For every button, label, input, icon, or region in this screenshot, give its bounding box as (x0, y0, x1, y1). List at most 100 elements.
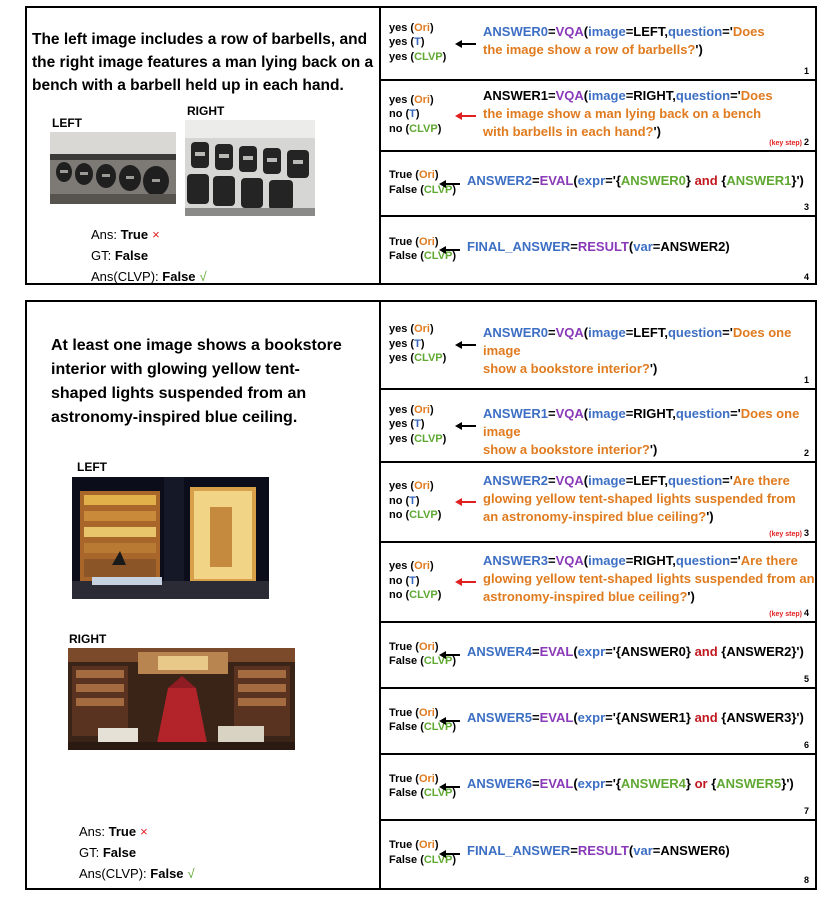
code-token: var (633, 842, 653, 858)
code-token: ='{ANSWER0} (605, 644, 695, 659)
key-step-arrow-icon (455, 578, 476, 586)
step-number-value: 1 (803, 375, 809, 385)
status-value: True (389, 640, 416, 653)
arrow-left-icon (455, 421, 476, 430)
status-value: yes (389, 560, 411, 573)
code-line: show a bookstore interior?') (483, 441, 815, 459)
status-value: False (389, 721, 421, 733)
code-token: = (532, 644, 540, 659)
right-image-label: RIGHT (187, 104, 225, 118)
arrow-left-icon (455, 39, 476, 48)
ans-line: Ans: True× (79, 821, 195, 842)
status-value: no (389, 574, 406, 587)
code-token: ANSWER2 (483, 473, 549, 488)
status-value: yes (389, 337, 411, 350)
status-source: Ori (414, 403, 430, 416)
step-number: 1 (804, 375, 809, 385)
code-line: with barbells in each hand?') (483, 123, 773, 141)
step-number-value: 4 (803, 272, 809, 282)
step-number: 4 (804, 272, 809, 282)
code-token: question (667, 325, 723, 340)
status-value: yes (389, 403, 411, 416)
arrow-left-icon (439, 246, 460, 254)
status-source: CLVP (414, 50, 443, 63)
code-token: ') (653, 124, 661, 139)
status-source: T (409, 574, 416, 587)
code-line: ANSWER5=EVAL(expr='{ANSWER1} and {ANSWER… (467, 709, 804, 727)
program-step: True (Ori)False (CLVP)ANSWER5=EVAL(expr=… (379, 689, 815, 755)
status-source: CLVP (409, 509, 438, 522)
code-line: ANSWER2=VQA(image=LEFT,question='Are the… (483, 472, 796, 490)
code-token: =LEFT, (625, 23, 668, 39)
code-token: EVAL (539, 644, 574, 659)
code-token: ( (628, 842, 634, 858)
status-source: Ori (414, 560, 430, 573)
clvp-value: False (150, 866, 184, 881)
wrong-mark-icon: × (152, 227, 160, 242)
status-source: T (409, 108, 416, 121)
code-token: =ANSWER6) (652, 842, 730, 858)
code-token: ( (583, 23, 589, 39)
code-token: image (588, 553, 626, 568)
code-token: =' (730, 88, 741, 103)
code-token: ') (649, 441, 658, 457)
claim-column: At least one image shows a bookstore int… (27, 302, 381, 888)
clvp-value: False (162, 269, 196, 284)
status-source: T (409, 494, 416, 507)
code-token: }') (781, 776, 794, 791)
step-status: True (Ori)False (CLVP) (389, 235, 456, 264)
code-token: EVAL (539, 172, 574, 188)
status-source: CLVP (409, 122, 438, 135)
check-mark-icon: √ (199, 269, 207, 284)
code-token: ANSWER4 (467, 644, 533, 659)
code-token: an astronomy-inspired blue ceiling? (483, 509, 707, 524)
code-token: ') (695, 41, 703, 57)
program-step: True (Ori)False (CLVP)FINAL_ANSWER=RESUL… (379, 821, 815, 888)
ans-value: True (108, 824, 137, 839)
gt-value: False (114, 248, 149, 263)
code-token: VQA (555, 473, 584, 488)
arrow-left-icon (439, 179, 460, 188)
code-token: { (717, 172, 727, 188)
program-code: FINAL_ANSWER=RESULT(var=ANSWER6) (467, 842, 730, 860)
status-line: yes (Ori) (389, 560, 434, 573)
status-value: True (389, 839, 416, 851)
status-line: no (CLVP) (389, 509, 442, 522)
status-line: yes (CLVP) (389, 432, 447, 445)
status-line: no (CLVP) (389, 589, 442, 602)
step-number: (key step)4 (769, 608, 809, 618)
code-token: show a bookstore interior? (483, 361, 650, 376)
step-status: yes (Ori)yes (T)yes (CLVP) (389, 322, 446, 366)
step-number-value: 8 (803, 875, 809, 885)
code-token: and (694, 644, 718, 659)
clvp-prefix: Ans(CLVP): (91, 269, 163, 284)
status-source: Ori (418, 706, 435, 719)
code-token: image (588, 23, 626, 39)
code-line: FINAL_ANSWER=RESULT(var=ANSWER2) (467, 238, 730, 256)
step-number: (key step)3 (769, 528, 809, 538)
code-token: ( (583, 88, 589, 103)
status-value: yes (389, 36, 411, 49)
status-line: True (Ori) (389, 235, 439, 248)
code-token: = (548, 473, 556, 488)
step-status: yes (Ori)no (T)no (CLVP) (389, 93, 441, 137)
status-line: yes (CLVP) (389, 352, 447, 365)
status-source: Ori (414, 21, 430, 34)
status-line: yes (CLVP) (389, 50, 447, 63)
code-line: show a bookstore interior?') (483, 360, 815, 378)
arrow-left-icon (439, 717, 460, 725)
step-number: 7 (804, 806, 809, 816)
code-token: =RIGHT, (625, 88, 676, 103)
code-token: = (570, 239, 578, 254)
code-token: ='{ (605, 172, 621, 188)
status-line: True (Ori) (389, 640, 439, 653)
code-token: ANSWER1= (483, 88, 556, 103)
gt-line: GT: False (79, 842, 195, 863)
code-token: ANSWER6 (467, 776, 533, 791)
code-token: or (694, 776, 708, 791)
arrow-left-icon (455, 341, 476, 349)
code-token: ') (649, 361, 658, 376)
right-image-dumbbells (185, 120, 315, 216)
code-token: question (675, 88, 731, 103)
step-status: True (Ori)False (CLVP) (389, 772, 456, 801)
